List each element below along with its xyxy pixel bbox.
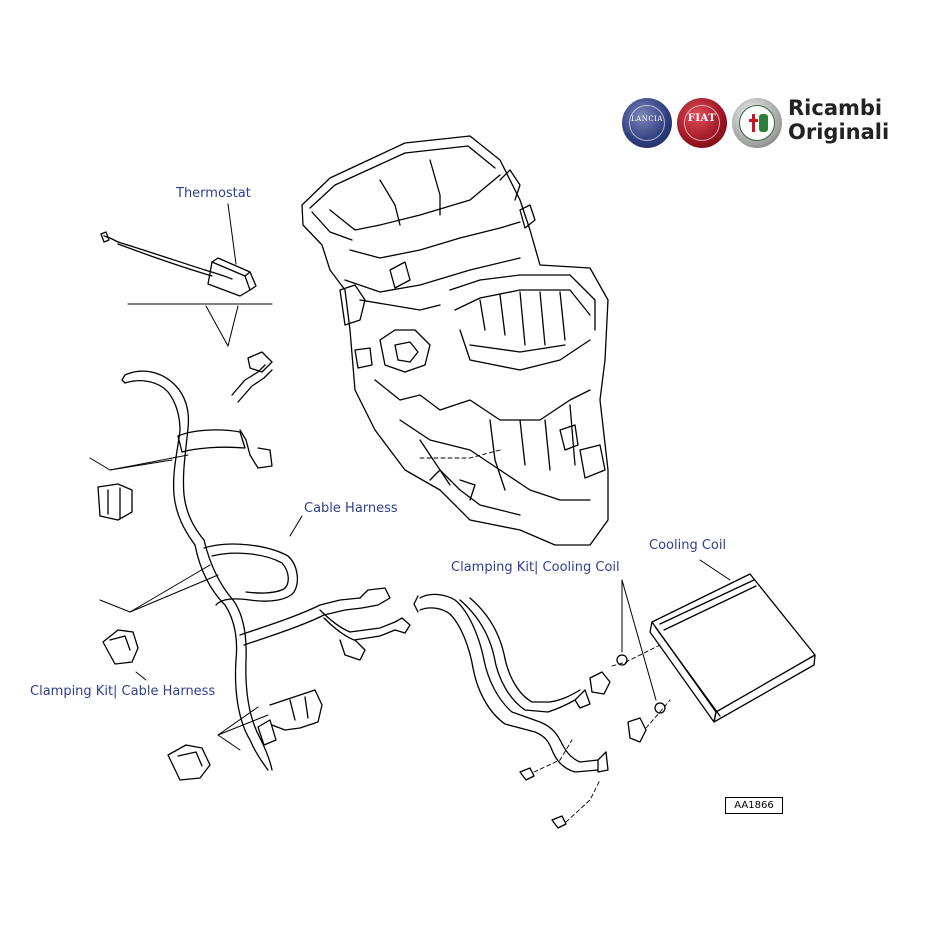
brand-line1: Ricambi (788, 96, 883, 120)
harness-clamps (97, 483, 211, 781)
alfa-romeo-badge (732, 98, 782, 148)
cable-harness-label: Cable Harness (304, 501, 398, 516)
cooling-coil-label: Cooling Coil (649, 538, 727, 553)
lancia-badge: LANCIA (622, 98, 672, 148)
cable-harness-leaders (89, 454, 303, 751)
hvac-housing-unit (301, 135, 609, 546)
cooling-coil-drawing (649, 573, 816, 723)
fiat-badge: FIAT (677, 98, 727, 148)
pipe-fittings (519, 654, 666, 829)
clamping-kit-cable-harness-label: Clamping Kit| Cable Harness (30, 684, 216, 699)
thermostat-drawing (100, 231, 257, 297)
brand-line2: Originali (788, 120, 890, 144)
thermostat-leaders (127, 203, 273, 347)
clamping-kit-cooling-coil-label: Clamping Kit| Cooling Coil (451, 560, 620, 575)
ricambi-originali-logo: LANCIA FIAT Ricambi Originali (620, 96, 900, 154)
coolant-pipes-drawing (413, 593, 609, 773)
assembly-dashed-lines (419, 449, 671, 823)
thermostat-label: Thermostat (176, 186, 251, 201)
reference-code-box: AA1866 (725, 797, 783, 814)
cooling-coil-leader (621, 559, 731, 701)
brand-wordmark: Ricambi Originali (788, 96, 889, 144)
cable-harness-drawing (121, 351, 411, 771)
